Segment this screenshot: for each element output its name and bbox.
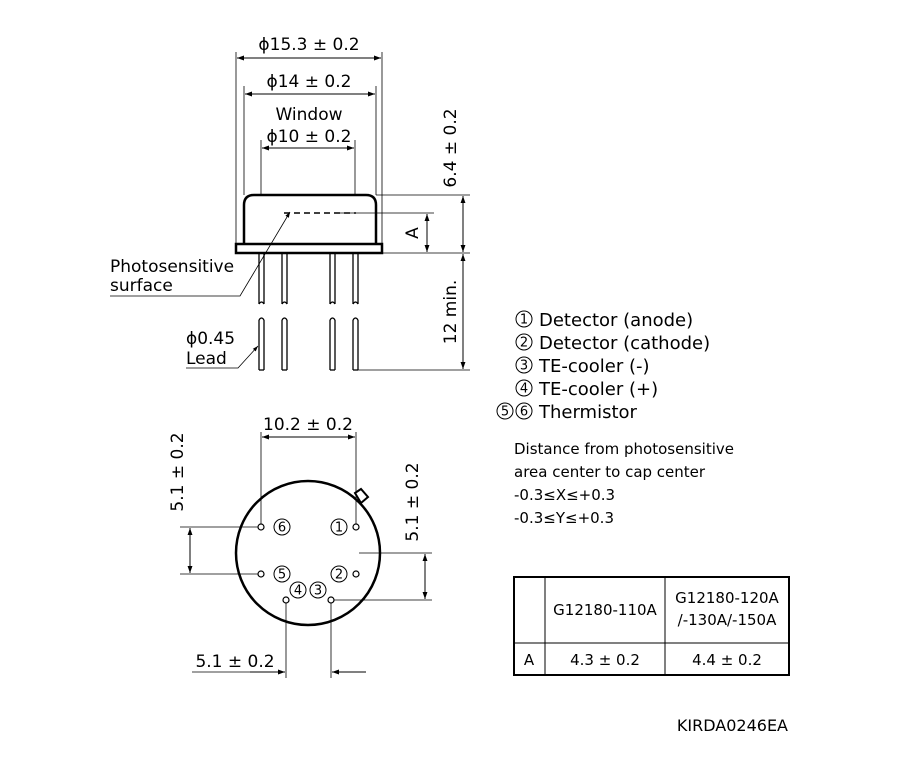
pin-2-number: 2 (335, 568, 343, 583)
legend-num-2: 2 (520, 336, 528, 351)
bottom-extension-lines (180, 432, 432, 678)
leads-lower (258, 320, 359, 371)
dim-lead-length: 12 min. (441, 280, 461, 345)
dim-outer-diameter: ϕ15.3 ± 0.2 (258, 35, 359, 55)
pin-numbers: 6 1 5 2 4 3 (278, 521, 343, 599)
pin-4-number: 4 (294, 584, 302, 599)
legend-num-3: 3 (520, 359, 528, 374)
dimension-table: G12180-110A G12180-120A /-130A/-150A A 4… (513, 576, 790, 676)
window-label: Window (275, 105, 342, 125)
surface-label: surface (110, 276, 173, 296)
bottom-view (180, 432, 432, 678)
pin-5-number: 5 (278, 568, 286, 583)
side-view (110, 52, 470, 371)
pin-legend: 1 2 3 4 5 6 Detector (anode) Detector (c… (496, 310, 710, 423)
pin-holes (257, 523, 360, 604)
dim-left-offset: 5.1 ± 0.2 (168, 432, 188, 511)
flange (234, 242, 384, 255)
table-col2-header-line1: G12180-120A (675, 589, 779, 607)
pin-number-circles (273, 518, 348, 599)
photosensitive-label: Photosensitive (110, 257, 234, 277)
lead-diameter-label: ϕ0.45 (186, 329, 235, 349)
dim-bottom-spacing: 5.1 ± 0.2 (195, 652, 274, 672)
dim-window-diameter: ϕ10 ± 0.2 (267, 127, 352, 147)
position-note: Distance from photosensitive area center… (514, 440, 734, 527)
legend-num-5: 5 (501, 405, 509, 420)
dim-flange-diameter: ϕ14 ± 0.2 (267, 72, 352, 92)
pin-6-number: 6 (278, 521, 286, 536)
orientation-tab (353, 487, 370, 505)
legend-text-5-6: Thermistor (538, 402, 638, 423)
note-line-2: area center to cap center (514, 463, 706, 481)
legend-num-6: 6 (520, 405, 528, 420)
lead-break-marks (258, 301, 359, 321)
note-line-4: -0.3≤Y≤+0.3 (514, 509, 614, 527)
base-circle (234, 479, 382, 627)
cap-outline (242, 193, 378, 244)
table-row-label: A (524, 651, 535, 669)
table-col1-header: G12180-110A (553, 601, 657, 619)
lead-label: Lead (186, 349, 227, 369)
table-col2-header-line2: /-130A/-150A (678, 611, 777, 629)
leader-photosensitive (110, 211, 291, 297)
dim-cap-height: 6.4 ± 0.2 (441, 108, 461, 187)
dim-a-label: A (403, 227, 423, 239)
leader-lead (186, 345, 259, 369)
pin-3-number: 3 (314, 584, 322, 599)
legend-num-4: 4 (520, 382, 528, 397)
legend-num-1: 1 (520, 313, 528, 328)
pin-1-number: 1 (335, 521, 343, 536)
note-line-1: Distance from photosensitive (514, 440, 734, 458)
dim-pin-spacing: 10.2 ± 0.2 (263, 415, 353, 435)
table-value-120a: 4.4 ± 0.2 (692, 651, 762, 669)
leads-upper (258, 253, 359, 304)
extension-lines-right (340, 194, 470, 371)
drawing-code: KIRDA0246EA (677, 716, 788, 735)
dim-right-offset: 5.1 ± 0.2 (403, 462, 423, 541)
note-line-3: -0.3≤X≤+0.3 (514, 486, 615, 504)
legend-text-1: Detector (anode) (539, 310, 693, 331)
table-value-110a: 4.3 ± 0.2 (570, 651, 640, 669)
extension-lines-top (235, 52, 383, 244)
legend-text-4: TE-cooler (+) (538, 379, 658, 400)
legend-text-2: Detector (cathode) (539, 333, 710, 354)
legend-text-3: TE-cooler (-) (538, 356, 650, 377)
